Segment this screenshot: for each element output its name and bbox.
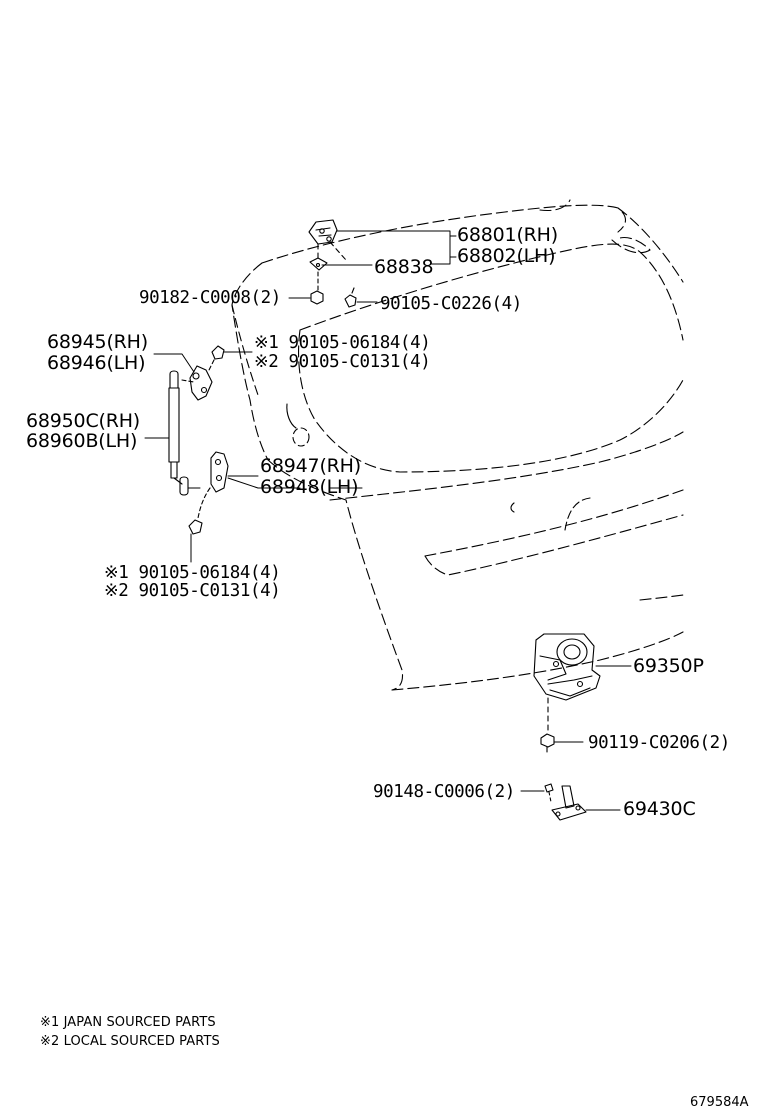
door-bottom-edge [392,595,683,690]
hinge-pocket-outline [232,305,258,395]
stay-bracket-lower [211,452,228,492]
label-68801: 68801(RH) [457,224,558,246]
label-68802: 68802(LH) [457,245,556,267]
label-90182: 90182-C0008(2) [139,288,281,308]
back-glass-opening [299,244,683,472]
glass-corner-line [287,404,296,428]
bolt-90105-c0226 [345,288,356,307]
label-68947: 68947(RH) [260,455,361,477]
label-69350p: 69350P [633,655,704,677]
label-69430c: 69430C [623,798,696,820]
leader-lines [145,231,631,810]
label-68838: 68838 [374,256,434,278]
hinge-68801 [309,220,337,244]
label-90105-c0226: 90105-C0226(4) [380,294,522,314]
label-68950c: 68950C(RH) [26,410,141,432]
striker-69430c [552,786,586,820]
stay-bracket-upper [190,366,212,400]
label-90148: 90148-C0006(2) [373,782,515,802]
lower-stay-bolt [189,520,202,534]
lower-garnish-sweep [330,432,683,575]
label-68948: 68948(LH) [260,476,359,498]
spoiler-lip [540,200,650,253]
small-arc-c [511,503,514,512]
label-68946: 68946(LH) [47,352,146,374]
lower-bracket-dash [198,488,210,518]
hinge-bolt-68838 [310,258,327,270]
note-japan-sourced: ※1 JAPAN SOURCED PARTS [40,1015,216,1030]
garnish-curve [565,498,590,530]
label-lower-bolt-japan: ※1 90105-06184(4) [104,563,281,583]
nut-90182 [311,291,323,304]
label-90119: 90119-C0206(2) [588,733,730,753]
label-upper-bolt-japan: ※1 90105-06184(4) [254,333,431,353]
upper-stay-bolt [208,346,224,372]
bolt-90119 [541,734,554,752]
lock-assembly-69350p [534,634,600,700]
back-door-stay [169,371,188,495]
illustration-id: 679584A [690,1095,749,1110]
label-upper-bolt-local: ※2 90105-C0131(4) [254,352,431,372]
hinge-dash-lines [318,242,346,260]
stay-bracket-dash [182,380,194,382]
note-local-sourced: ※2 LOCAL SOURCED PARTS [40,1034,220,1049]
back-door-outline [232,205,683,690]
washer-nozzle-bump [293,428,309,446]
label-68960b: 68960B(LH) [26,430,138,452]
bolt-90148 [545,784,553,802]
label-68945: 68945(RH) [47,331,148,353]
label-lower-bolt-local: ※2 90105-C0131(4) [104,581,281,601]
